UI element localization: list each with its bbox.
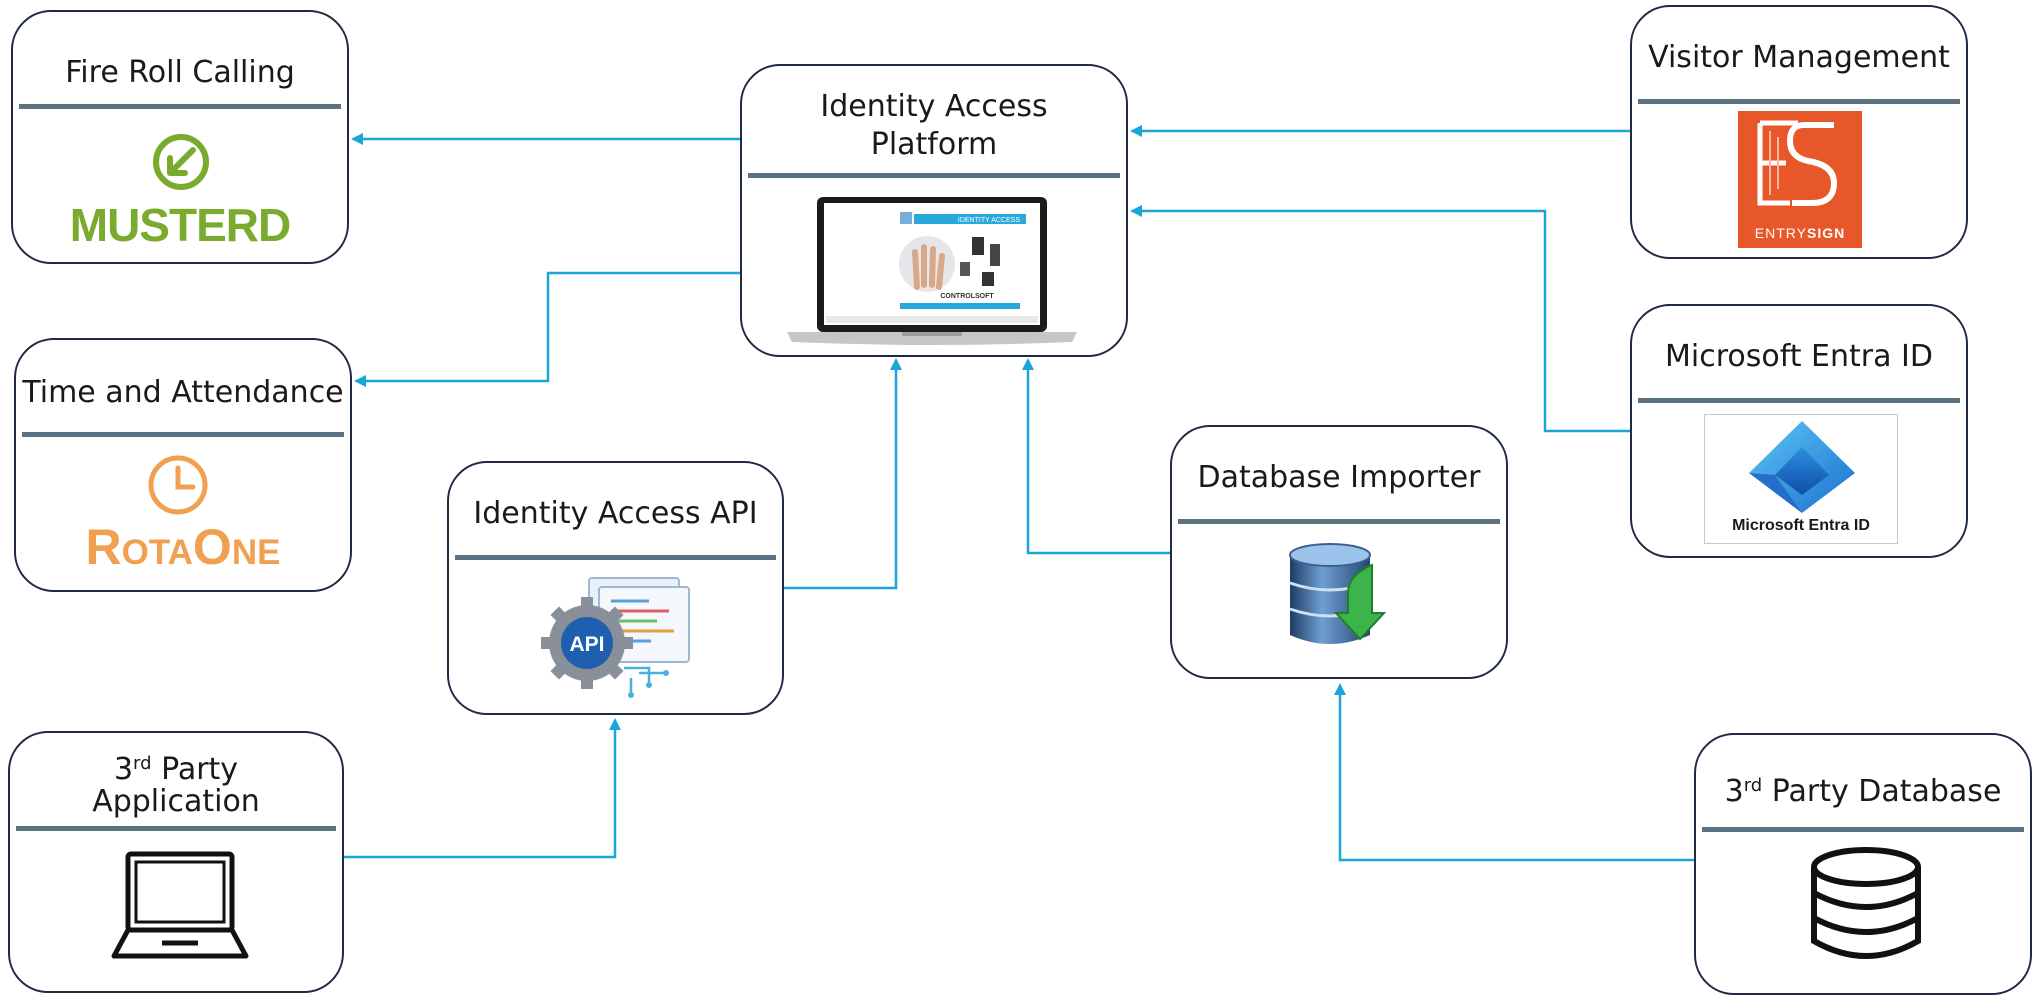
node-title: Database Importer: [1197, 460, 1481, 495]
entra-logo: Microsoft Entra ID: [1704, 414, 1898, 544]
identity-access-platform-node: Identity Access Platform IDENTITY ACCESS…: [740, 64, 1128, 357]
api-badge-text: API: [569, 633, 604, 656]
divider: [1702, 827, 2024, 832]
database-icon: [1811, 847, 1921, 959]
third-party-application-node: 3rd Party Application: [8, 731, 344, 993]
arrow-api-to-platform: [784, 358, 902, 590]
node-title-line2: Application: [92, 784, 260, 819]
node-title: Microsoft Entra ID: [1665, 339, 1933, 374]
node-title: Identity Access API: [473, 496, 758, 531]
arrow-importer-to-platform: [1022, 358, 1170, 555]
node-title-line1: 3rd Party: [113, 752, 239, 787]
node-title-line2: Platform: [870, 127, 998, 162]
musterd-logo-text: MUSTERD: [69, 199, 291, 251]
screen-header-text: IDENTITY ACCESS: [958, 217, 1020, 224]
divider: [1638, 99, 1960, 104]
node-title-line1: Identity Access: [820, 89, 1048, 124]
divider: [16, 826, 336, 831]
entrysign-logo: ENTRYSIGN: [1738, 111, 1862, 248]
divider: [748, 173, 1120, 178]
musterd-logo: [153, 134, 209, 190]
arrow-platform-to-time-attendance: [354, 271, 740, 387]
time-attendance-node: Time and Attendance RotaOne: [14, 338, 352, 592]
entrysign-wordmark: ENTRYSIGN: [1754, 225, 1846, 241]
clock-icon: [148, 455, 208, 515]
node-title: Visitor Management: [1648, 40, 1950, 75]
entrysign-mark-icon: [1757, 120, 1838, 206]
entra-logo-caption: Microsoft Entra ID: [1732, 517, 1870, 534]
divider: [1178, 519, 1500, 524]
microsoft-entra-id-node: Microsoft Entra ID Microsoft Entra ID: [1630, 304, 1968, 558]
visitor-management-node: Visitor Management ENTRYSIGN: [1630, 5, 1968, 259]
api-gear-icon: API: [541, 577, 690, 698]
arrow-entra-to-platform: [1130, 205, 1630, 433]
rotaone-logo-text: RotaOne: [85, 519, 281, 575]
third-party-database-node: 3rd Party Database: [1694, 733, 2032, 995]
database-importer-node: Database Importer: [1170, 425, 1508, 679]
screen-brand-text: CONTROLSOFT: [940, 293, 994, 300]
divider: [22, 432, 344, 437]
node-title: 3rd Party Database: [1724, 774, 2002, 809]
arrow-third-party-db-to-importer: [1334, 683, 1696, 862]
divider: [1638, 398, 1960, 403]
fire-roll-calling-node: Fire Roll Calling MUSTERD: [11, 10, 349, 264]
laptop-screenshot-image: IDENTITY ACCESS CONTROLSOFT: [787, 197, 1077, 345]
entra-diamond-icon: [1749, 421, 1855, 513]
arrow-third-party-app-to-api: [344, 718, 621, 859]
laptop-icon: [111, 851, 249, 959]
node-title: Fire Roll Calling: [65, 55, 295, 90]
identity-access-api-node: Identity Access API API: [447, 461, 784, 715]
database-import-icon: [1289, 543, 1387, 644]
divider: [455, 555, 776, 560]
divider: [19, 104, 341, 109]
node-title: Time and Attendance: [22, 375, 344, 410]
